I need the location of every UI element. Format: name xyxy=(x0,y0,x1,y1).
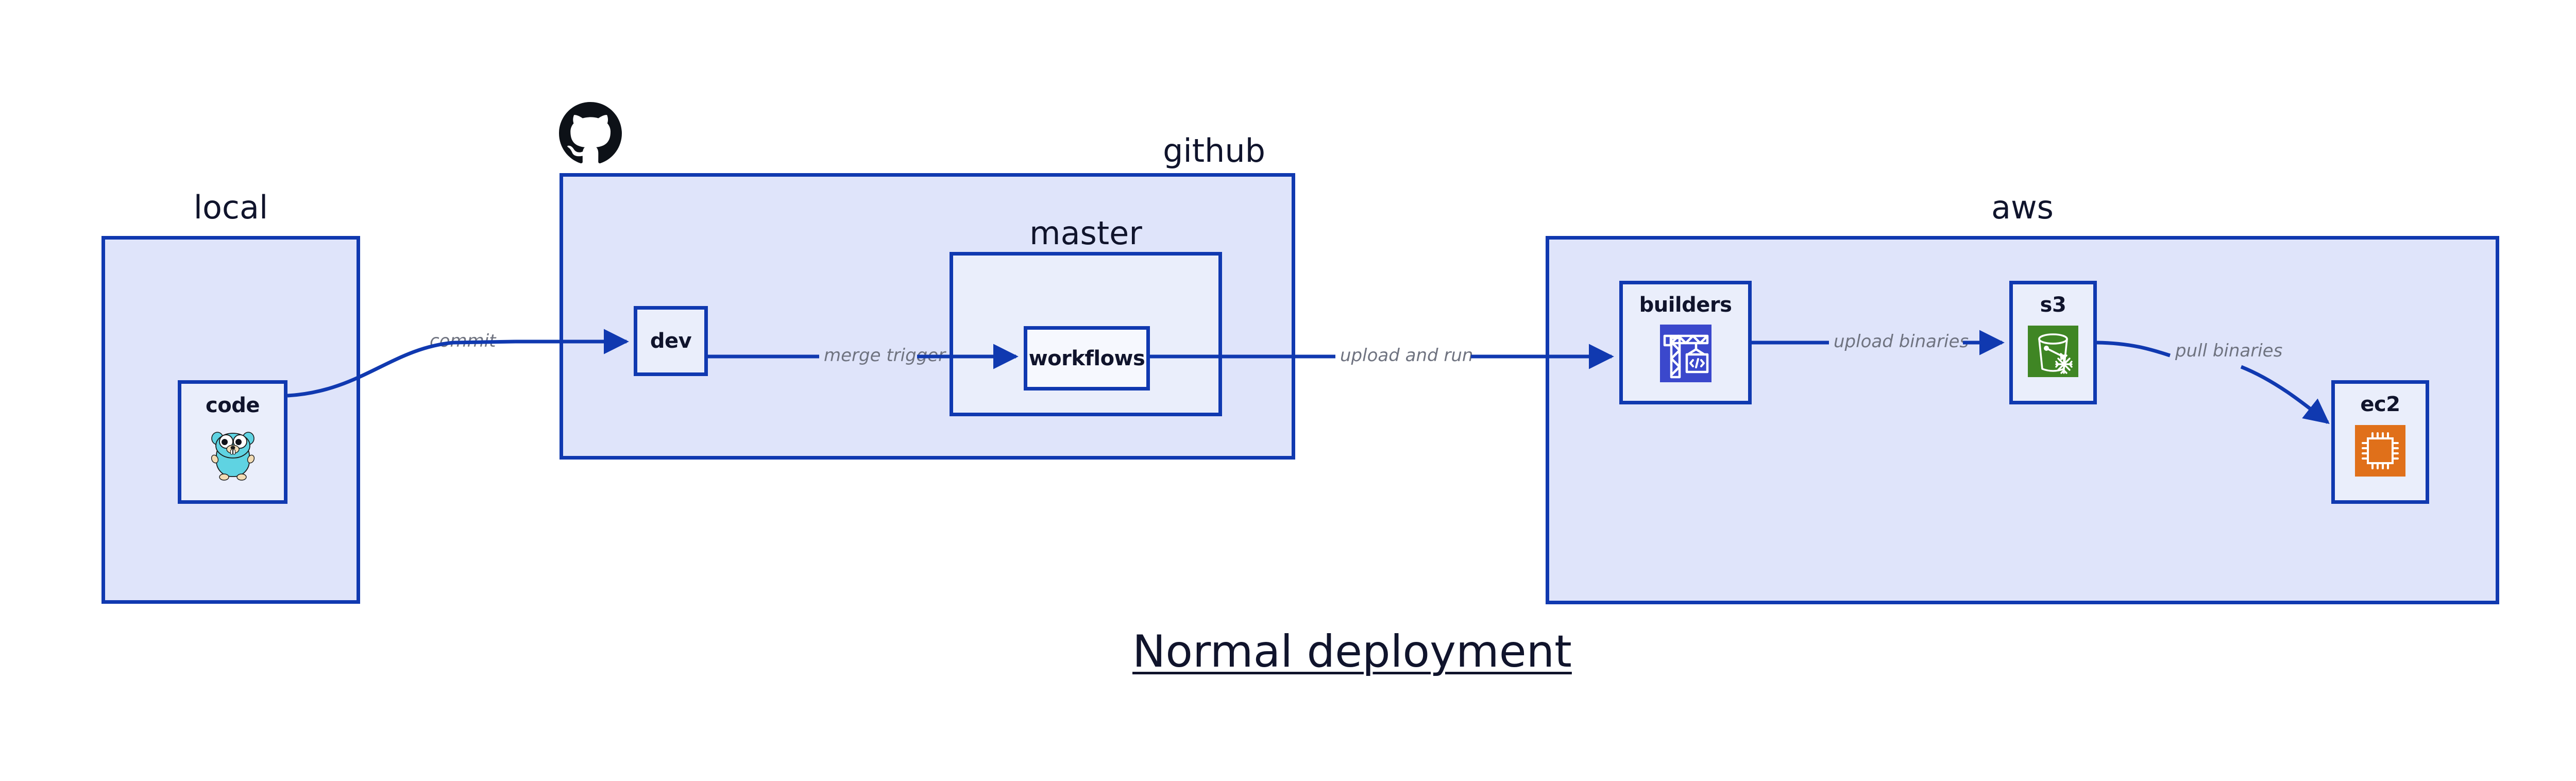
node-label-builders: builders xyxy=(1639,293,1732,317)
node-builders[interactable]: builders xyxy=(1619,281,1752,404)
node-dev[interactable]: dev xyxy=(634,306,708,376)
group-label-local: local xyxy=(193,189,268,226)
go-gopher-icon xyxy=(208,427,258,481)
node-label-ec2: ec2 xyxy=(2360,393,2400,416)
edge-label-commit: commit xyxy=(430,331,496,351)
github-logo-icon xyxy=(559,102,622,165)
edge-label-pull-binaries: pull binaries xyxy=(2172,342,2286,360)
group-label-github: github xyxy=(1163,132,1265,169)
edge-label-upload-binaries: upload binaries xyxy=(1831,333,1972,350)
group-label-aws: aws xyxy=(1991,189,2054,226)
node-workflows[interactable]: workflows xyxy=(1024,326,1150,390)
edge-label-upload-and-run: upload and run xyxy=(1337,347,1477,364)
node-label-workflows: workflows xyxy=(1028,346,1145,370)
aws-ec2-chip-icon xyxy=(2355,425,2405,477)
aws-codebuild-icon xyxy=(1659,325,1711,382)
edge-label-merge-trigger: merge trigger xyxy=(821,347,949,364)
node-code[interactable]: code xyxy=(178,380,287,504)
group-label-master: master xyxy=(1029,214,1142,252)
aws-s3-bucket-icon xyxy=(2028,326,2078,377)
node-label-dev: dev xyxy=(650,329,692,353)
node-label-code: code xyxy=(206,394,260,417)
node-s3[interactable]: s3 xyxy=(2009,281,2097,404)
node-label-s3: s3 xyxy=(2040,293,2066,317)
node-ec2[interactable]: ec2 xyxy=(2331,380,2429,504)
page-title: Normal deployment xyxy=(1132,626,1572,677)
